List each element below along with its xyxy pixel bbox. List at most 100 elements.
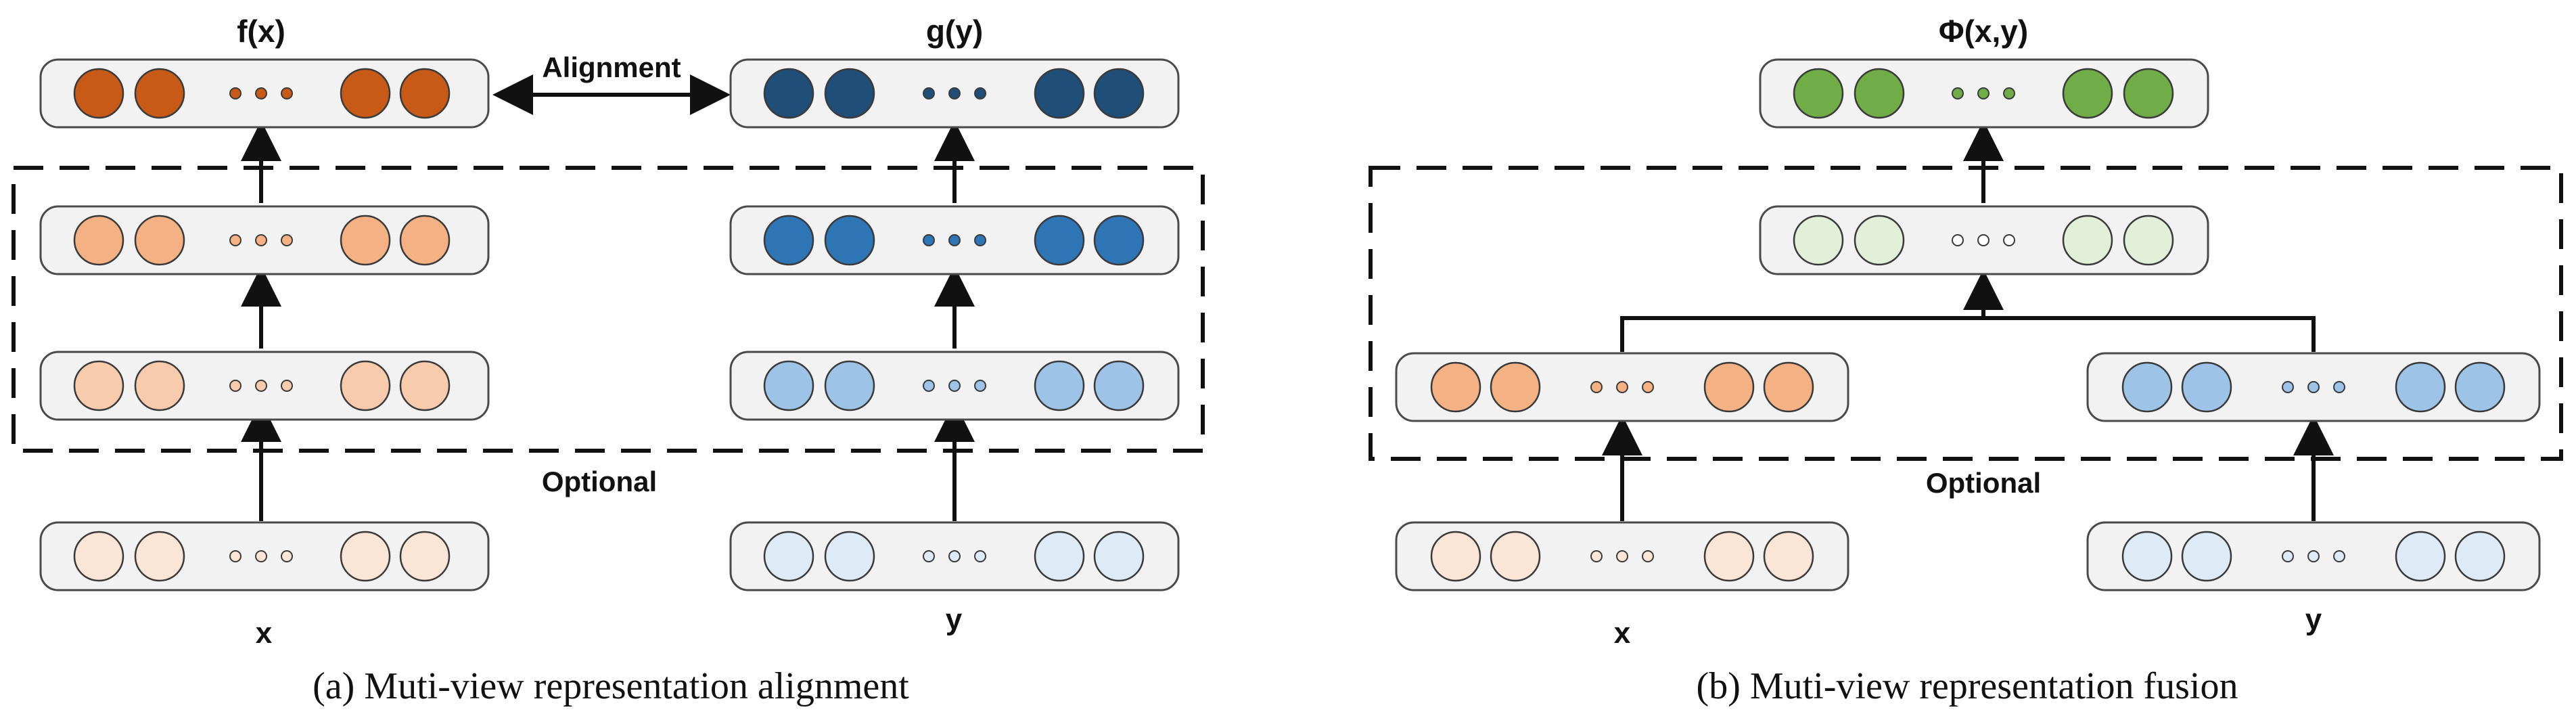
ellipsis-dot (974, 380, 986, 392)
ellipsis-dot (281, 380, 293, 392)
ellipsis-dot (255, 87, 267, 99)
layer-x-input-b (1395, 521, 1849, 591)
neuron (134, 531, 185, 582)
neuron (340, 215, 391, 266)
neuron (1490, 531, 1541, 582)
ellipsis-dot (255, 234, 267, 246)
neuron (399, 68, 451, 119)
ellipsis-dot (974, 87, 986, 99)
neuron (824, 68, 875, 119)
ellipsis-dot (281, 550, 293, 562)
neuron (399, 360, 451, 411)
label-x-b: x (1614, 617, 1631, 650)
ellipsis-dot (1616, 381, 1628, 393)
ellipsis-dot (281, 234, 293, 246)
ellipsis-dot (948, 550, 961, 562)
layer-fused-hidden (1759, 205, 2209, 275)
label-optional-b: Optional (1926, 467, 2041, 499)
ellipsis-dot (974, 550, 986, 562)
neuron (2123, 215, 2174, 266)
neuron (824, 360, 875, 411)
neuron (1703, 361, 1755, 413)
neuron (1034, 531, 1085, 582)
neuron (2062, 215, 2113, 266)
ellipsis-dot (2003, 87, 2015, 99)
neuron (824, 531, 875, 582)
neuron (73, 68, 124, 119)
ellipsis-dot (1952, 87, 1964, 99)
ellipsis-dot (948, 234, 961, 246)
ellipsis-dot (923, 550, 935, 562)
neuron (2454, 531, 2506, 582)
layer-y-hidden-b (2086, 352, 2541, 422)
layer-f-output (39, 58, 490, 129)
ellipsis-dot (229, 380, 242, 392)
ellipsis-dot (2333, 381, 2345, 393)
neuron (1763, 531, 1814, 582)
label-alignment: Alignment (542, 51, 681, 83)
layer-g-output (729, 58, 1180, 129)
neuron (2121, 361, 2173, 413)
ellipsis-dot (1590, 550, 1603, 562)
ellipsis-dot (923, 87, 935, 99)
ellipsis-dot (229, 234, 242, 246)
ellipsis-dot (923, 380, 935, 392)
neuron (763, 215, 814, 266)
layer-y-input (729, 521, 1180, 591)
neuron (763, 531, 814, 582)
ellipsis-dot (229, 87, 242, 99)
ellipsis-dot (2003, 234, 2015, 246)
neuron (1763, 361, 1814, 413)
neuron (134, 360, 185, 411)
neuron (399, 531, 451, 582)
layer-right-hidden2 (729, 205, 1180, 275)
neuron (2395, 531, 2446, 582)
neuron (1854, 68, 1905, 119)
ellipsis-dot (1642, 550, 1654, 562)
fusion-connector (1620, 316, 2316, 352)
optional-region-b (1368, 166, 2563, 461)
ellipsis-dot (2307, 381, 2320, 393)
neuron (134, 68, 185, 119)
layer-left-hidden1 (39, 351, 490, 421)
neuron (763, 68, 814, 119)
neuron (2062, 68, 2113, 119)
neuron (1093, 531, 1145, 582)
panel-b: Φ(x,y) Optional x y (b) Muti-view repres… (1368, 14, 2563, 707)
neuron (2395, 361, 2446, 413)
neuron (1430, 531, 1481, 582)
label-y-a: y (946, 603, 963, 636)
neuron (1034, 68, 1085, 119)
neuron (1034, 360, 1085, 411)
ellipsis-dot (1977, 234, 1990, 246)
caption-a: (a) Muti-view representation alignment (313, 665, 909, 707)
ellipsis-dot (2307, 550, 2320, 562)
neuron (2121, 531, 2173, 582)
neuron (399, 215, 451, 266)
neuron (2181, 531, 2232, 582)
ellipsis-dot (948, 380, 961, 392)
neuron (1793, 215, 1844, 266)
caption-b: (b) Muti-view representation fusion (1697, 665, 2238, 707)
layer-x-input (39, 521, 490, 591)
neuron (1490, 361, 1541, 413)
neuron (1093, 215, 1145, 266)
ellipsis-dot (2333, 550, 2345, 562)
ellipsis-dot (1590, 381, 1603, 393)
ellipsis-dot (923, 234, 935, 246)
neuron (73, 360, 124, 411)
neuron (824, 215, 875, 266)
layer-right-hidden1 (729, 351, 1180, 421)
label-y-b: y (2305, 603, 2322, 636)
layer-phi-output (1759, 58, 2209, 129)
neuron (1854, 215, 1905, 266)
neuron (73, 531, 124, 582)
neuron (73, 215, 124, 266)
ellipsis-dot (1616, 550, 1628, 562)
ellipsis-dot (2282, 381, 2294, 393)
neuron (340, 531, 391, 582)
neuron (2123, 68, 2174, 119)
ellipsis-dot (1952, 234, 1964, 246)
layer-left-hidden2 (39, 205, 490, 275)
